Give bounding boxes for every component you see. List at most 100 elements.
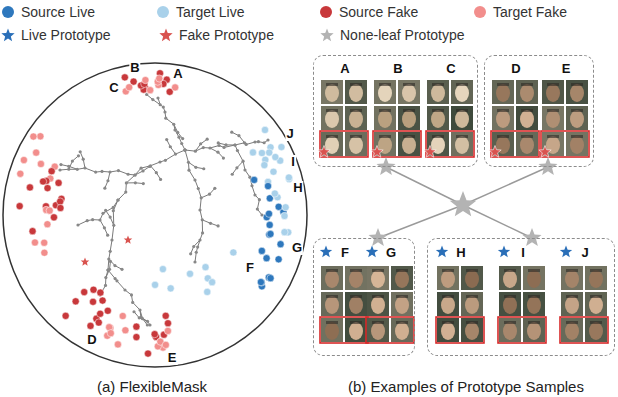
legend-swatch bbox=[1, 28, 15, 42]
tree-branch bbox=[185, 150, 203, 262]
tree-vertex bbox=[149, 164, 152, 167]
face-tile bbox=[451, 132, 473, 156]
face bbox=[455, 110, 469, 128]
tree-vertex bbox=[209, 222, 212, 225]
sample-letter: G bbox=[386, 246, 396, 260]
legend-swatch bbox=[159, 28, 173, 42]
tree-branch bbox=[108, 270, 150, 325]
hair bbox=[547, 109, 559, 112]
face-tile bbox=[345, 292, 367, 316]
legend-swatch bbox=[1, 5, 15, 19]
hair bbox=[521, 109, 533, 112]
tree-vertex bbox=[183, 148, 186, 151]
face-tile bbox=[437, 318, 459, 342]
face-tile bbox=[345, 266, 367, 290]
tree-vertex bbox=[196, 246, 199, 249]
tree-vertex bbox=[208, 146, 211, 149]
legend-swatch-shape bbox=[159, 29, 172, 42]
sample-point bbox=[230, 249, 237, 256]
hair bbox=[521, 83, 533, 86]
tree-vertex bbox=[133, 173, 136, 176]
tree-vertex bbox=[194, 166, 197, 169]
tree-vertex bbox=[76, 223, 79, 226]
sample-point bbox=[50, 214, 57, 221]
sample-point bbox=[266, 149, 273, 156]
sample-point bbox=[167, 285, 174, 292]
tree-vertex bbox=[194, 150, 197, 153]
sample-point bbox=[30, 133, 37, 140]
tree-vertex bbox=[108, 170, 111, 173]
sample-point bbox=[257, 278, 264, 285]
face bbox=[570, 84, 584, 102]
hair bbox=[442, 321, 454, 324]
face bbox=[349, 270, 363, 288]
face-tile bbox=[461, 266, 483, 290]
face bbox=[441, 296, 455, 314]
hair bbox=[504, 269, 516, 272]
hair bbox=[403, 83, 415, 86]
fake-prototype-star bbox=[318, 146, 330, 158]
tree-vertex bbox=[116, 198, 119, 201]
face-tile bbox=[345, 80, 367, 104]
sample-point bbox=[147, 87, 154, 94]
face-tile bbox=[321, 266, 343, 290]
sample-point bbox=[44, 221, 51, 228]
face-tile bbox=[561, 292, 583, 316]
tree-vertex bbox=[125, 181, 128, 184]
tree-vertex bbox=[201, 231, 204, 234]
sample-point bbox=[186, 270, 193, 277]
tree-vertex bbox=[110, 238, 113, 241]
sample-point bbox=[81, 289, 88, 296]
face bbox=[465, 296, 479, 314]
face-tile bbox=[523, 292, 545, 316]
legend-label: Live Prototype bbox=[21, 27, 111, 43]
face-tile bbox=[451, 80, 473, 104]
face bbox=[441, 270, 455, 288]
sample-point bbox=[41, 249, 48, 256]
face-tile bbox=[566, 80, 588, 104]
tree-vertex bbox=[98, 218, 101, 221]
tree-vertex bbox=[67, 165, 70, 168]
sample-point bbox=[55, 179, 62, 186]
face-tile bbox=[451, 106, 473, 130]
tree-vertex bbox=[256, 208, 259, 211]
cluster-letter: J bbox=[285, 127, 294, 141]
face-tile bbox=[492, 80, 514, 104]
tree-vertex bbox=[67, 168, 70, 171]
tree-vertex bbox=[241, 160, 244, 163]
hyperbolic-tree bbox=[58, 93, 269, 327]
tree-vertex bbox=[222, 156, 225, 159]
hair bbox=[590, 321, 602, 324]
sample-point bbox=[270, 168, 277, 175]
face-tile bbox=[523, 318, 545, 342]
tree-link bbox=[463, 205, 532, 238]
face bbox=[565, 296, 579, 314]
tree-branch bbox=[235, 145, 262, 215]
sample-point bbox=[57, 204, 64, 211]
face bbox=[395, 322, 409, 340]
tree-vertex bbox=[169, 145, 172, 148]
face bbox=[565, 322, 579, 340]
face-tile bbox=[398, 132, 420, 156]
tree-vertex bbox=[59, 163, 62, 166]
tree-vertex bbox=[176, 131, 179, 134]
hair bbox=[396, 295, 408, 298]
sample-point bbox=[156, 75, 163, 82]
face-tile bbox=[391, 318, 413, 342]
tree-vertex bbox=[112, 209, 115, 212]
hair bbox=[466, 269, 478, 272]
cluster-letter: D bbox=[86, 333, 97, 347]
tree-vertex bbox=[202, 167, 205, 170]
face bbox=[570, 136, 584, 154]
face-tile bbox=[516, 132, 538, 156]
sample-point bbox=[258, 279, 265, 286]
tree-vertex bbox=[231, 173, 234, 176]
face bbox=[527, 322, 541, 340]
sample-point bbox=[133, 323, 140, 330]
tree-vertex bbox=[115, 279, 118, 282]
tree-vertex bbox=[189, 252, 192, 255]
tree-branch bbox=[158, 98, 185, 150]
face bbox=[325, 296, 339, 314]
tree-branch bbox=[210, 148, 223, 158]
tree-branch bbox=[78, 175, 135, 225]
